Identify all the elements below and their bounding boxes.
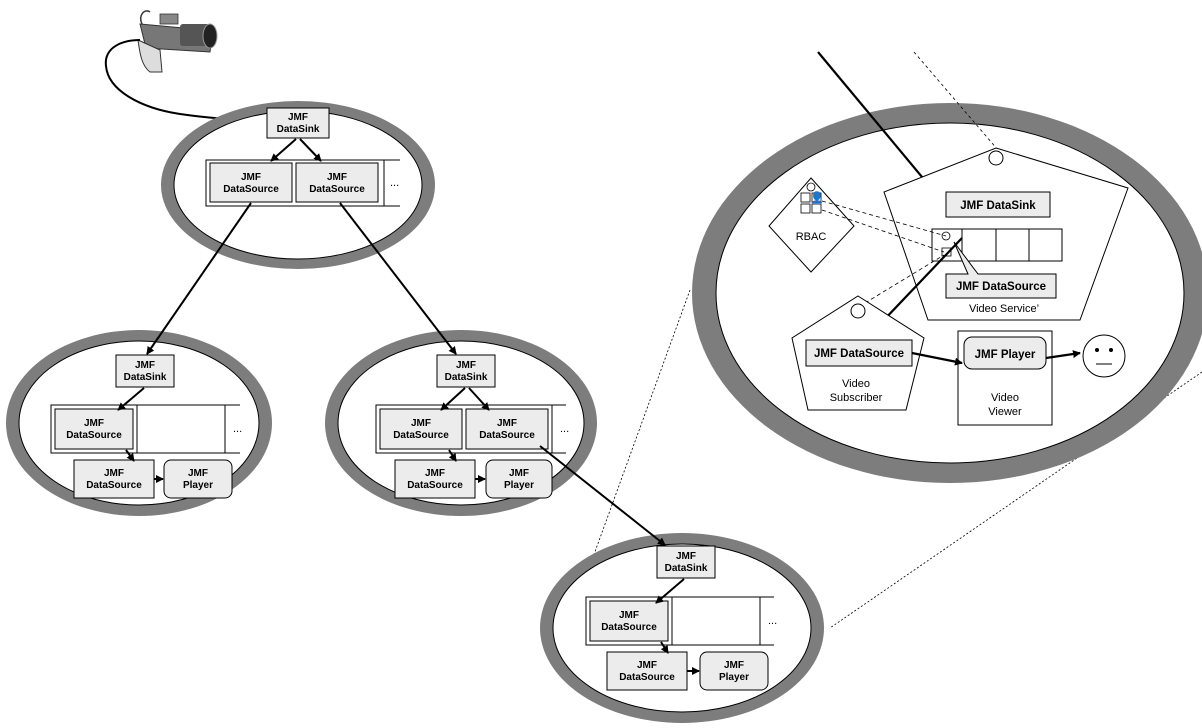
ellipsis: ... <box>768 615 777 627</box>
label-jmf-datasource: JMF DataSource <box>956 281 1046 293</box>
label-datasource: DataSource <box>407 480 463 491</box>
zoom-lines <box>591 289 1202 629</box>
node-left: JMF DataSink JMF DataSource ... JMF Data… <box>6 330 272 516</box>
label-jmf: JMF <box>188 468 208 479</box>
label-subscriber: Subscriber <box>830 392 883 404</box>
label-player: Player <box>504 480 534 491</box>
label-rbac: RBAC <box>796 231 827 243</box>
ellipsis: ... <box>233 423 242 435</box>
node-top: JMF DataSink JMF DataSource JMF DataSour… <box>161 101 435 269</box>
label-datasource: DataSource <box>66 430 122 441</box>
label-jmf: JMF <box>676 551 696 562</box>
label-jmf: JMF <box>135 360 155 371</box>
zoom-node: Video Service’ JMF DataSink JMF DataSour… <box>692 51 1202 483</box>
label-datasource: DataSource <box>86 480 142 491</box>
video-camera-icon <box>104 10 259 124</box>
label-jmf: JMF <box>104 468 124 479</box>
label-jmf: JMF <box>288 112 308 123</box>
label-datasink: DataSink <box>124 372 167 383</box>
person-icon: 👤 <box>810 191 824 204</box>
label-video-service: Video Service’ <box>969 303 1039 315</box>
label-jmf: JMF <box>497 418 517 429</box>
label-jmf: JMF <box>619 610 639 621</box>
label-datasource: DataSource <box>619 672 675 683</box>
label-jmf: JMF <box>456 360 476 371</box>
edges <box>146 202 666 546</box>
label-datasource: DataSource <box>223 184 279 195</box>
label-datasource: DataSource <box>309 184 365 195</box>
rbac-diamond <box>768 177 855 273</box>
label-video: Video <box>991 392 1019 404</box>
label-jmf: JMF <box>509 468 529 479</box>
label-jmf-datasource: JMF DataSource <box>814 348 904 360</box>
label-jmf: JMF <box>241 172 261 183</box>
label-datasource: DataSource <box>479 430 535 441</box>
label-datasource: DataSource <box>601 622 657 633</box>
face-icon <box>1082 334 1126 378</box>
label-jmf-datasink: JMF DataSink <box>960 200 1036 212</box>
label-jmf: JMF <box>327 172 347 183</box>
label-datasource: DataSource <box>393 430 449 441</box>
node-center: JMF DataSink JMF DataSource JMF DataSour… <box>325 330 597 516</box>
label-viewer: Viewer <box>988 406 1022 418</box>
label-jmf: JMF <box>425 468 445 479</box>
label-datasink: DataSink <box>277 124 320 135</box>
lock-icon <box>800 192 822 214</box>
label-jmf: JMF <box>637 660 657 671</box>
ellipsis: ... <box>560 423 569 435</box>
label-player: Player <box>183 480 213 491</box>
label-datasink: DataSink <box>445 372 488 383</box>
label-video: Video <box>842 378 870 390</box>
label-jmf: JMF <box>411 418 431 429</box>
ellipsis: ... <box>390 177 399 189</box>
label-player: Player <box>719 672 749 683</box>
node-bottom: JMF DataSink JMF DataSource ... JMF Data… <box>540 533 824 723</box>
label-jmf: JMF <box>84 418 104 429</box>
label-jmf-player: JMF Player <box>975 349 1036 361</box>
label-jmf: JMF <box>724 660 744 671</box>
label-datasink: DataSink <box>665 563 708 574</box>
